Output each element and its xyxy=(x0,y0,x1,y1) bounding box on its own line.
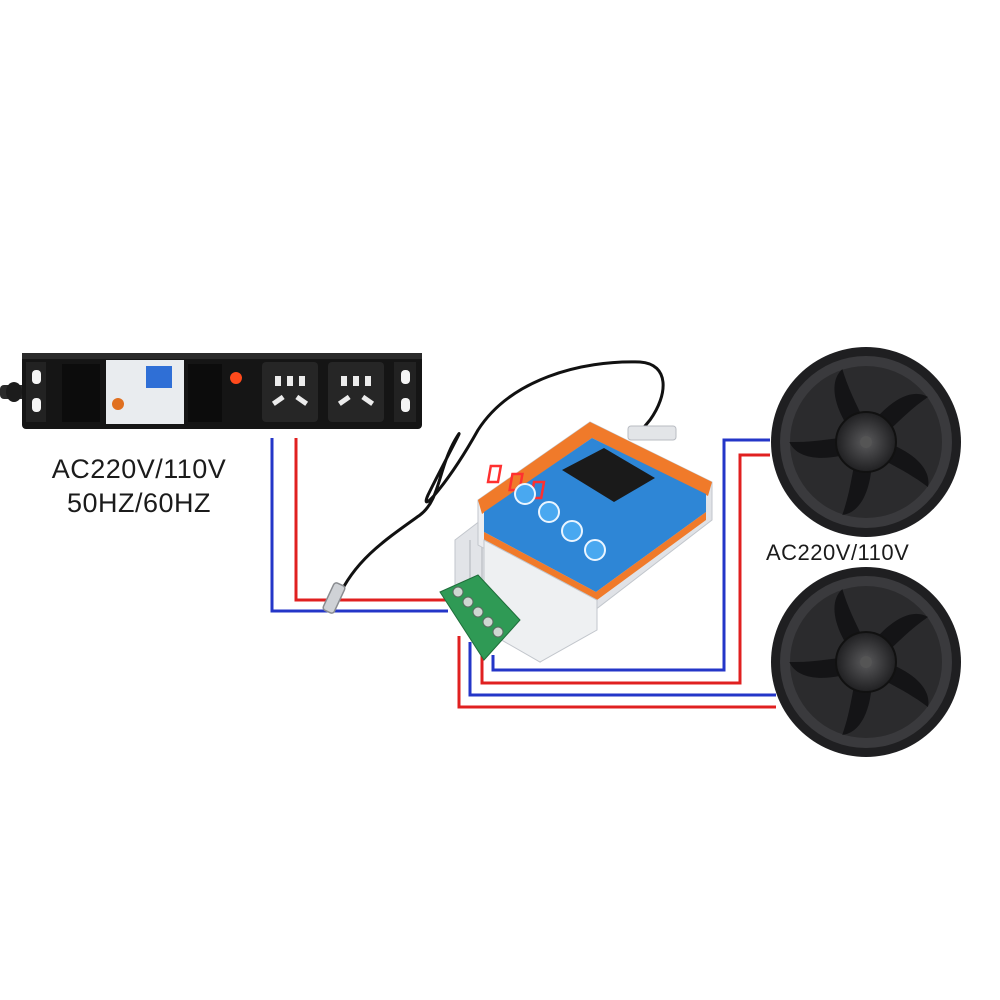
power-supply-label: AC220V/110V 50HZ/60HZ xyxy=(44,452,234,520)
fan1-live-wire xyxy=(480,453,770,685)
temperature-probe-icon xyxy=(322,360,665,614)
cooling-fan-icon xyxy=(771,347,961,537)
fan2-neutral-wire xyxy=(468,642,776,697)
supply-frequency-label: 50HZ/60HZ xyxy=(66,488,212,518)
fan-voltage-label: AC220V/110V xyxy=(766,540,910,565)
supply-neutral-wire xyxy=(270,438,448,613)
fan2-live-wire xyxy=(457,636,776,709)
supply-voltage-label: AC220V/110V xyxy=(51,454,227,484)
wires xyxy=(270,438,776,709)
fan1-neutral-wire xyxy=(491,438,770,672)
cooling-fan-icon xyxy=(771,567,961,757)
power-strip-icon xyxy=(0,353,422,429)
supply-live-wire xyxy=(294,438,448,602)
temperature-controller-icon xyxy=(439,421,713,663)
